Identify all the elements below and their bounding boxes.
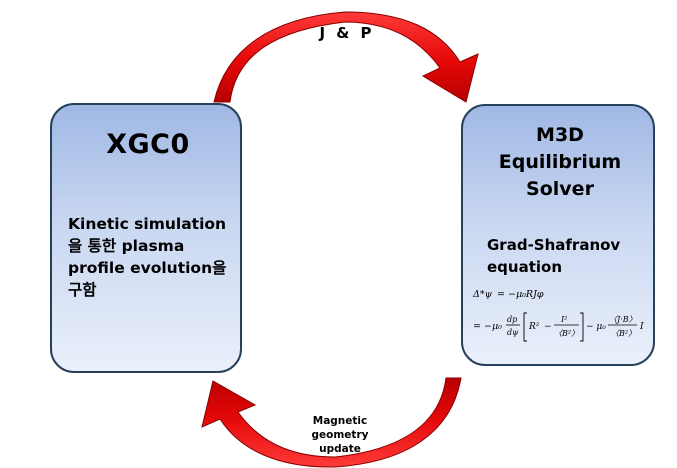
eq-left-bracket	[523, 312, 527, 342]
grad-shafranov-title-line: equation	[487, 258, 563, 276]
bottom-arrow-label: Magnetic geometry update	[285, 414, 395, 456]
m3d-box: M3D Equilibrium Solver Grad-Shafranov eq…	[461, 104, 655, 366]
eq-jb: 〈J·B〉	[609, 315, 637, 324]
xgc0-description-line: 구함	[68, 281, 97, 299]
m3d-title-line: Equilibrium	[498, 151, 622, 173]
eq-minus: −	[544, 322, 552, 332]
eq-right-bracket	[580, 312, 584, 342]
eq-r2: R²	[528, 322, 540, 332]
top-arrow	[213, 11, 479, 103]
eq-b2-denominator: 〈B²〉	[611, 329, 636, 338]
xgc0-description: Kinetic simulation 을 통한 plasma profile e…	[68, 213, 240, 301]
m3d-title: M3D Equilibrium Solver	[463, 122, 657, 203]
eq-rhs1: = −μ₀RJφ	[497, 289, 544, 300]
eq-lead: = −μ₀	[473, 321, 502, 332]
grad-shafranov-title-line: Grad-Shafranov	[487, 236, 621, 254]
eq-b2: 〈B²〉	[554, 329, 579, 338]
eq-lhs: Δ*ψ	[472, 289, 493, 300]
m3d-title-line: M3D	[536, 124, 584, 146]
xgc0-description-line: profile evolution을	[68, 259, 227, 277]
xgc0-description-line: 을 통한 plasma	[68, 237, 185, 255]
bottom-label-line: Magnetic	[312, 415, 368, 427]
eq-minus-mu0: − μ₀	[586, 322, 606, 332]
grad-shafranov-equation: Δ*ψ = −μ₀RJφ = −μ₀ dp dψ R² − I² 〈B²〉 − …	[472, 289, 644, 342]
eq-dpsi: dψ	[507, 328, 519, 337]
bottom-label-line: update	[319, 443, 361, 455]
xgc0-description-line: Kinetic simulation	[68, 215, 227, 233]
eq-i2: I²	[560, 315, 567, 324]
bottom-label-line: geometry	[311, 429, 369, 441]
eq-dp: dp	[507, 315, 517, 324]
xgc0-box: XGC0 Kinetic simulation 을 통한 plasma prof…	[50, 103, 242, 373]
bottom-arrow	[201, 377, 462, 468]
eq-i: I	[639, 322, 644, 332]
top-arrow-label: J & P	[319, 24, 375, 42]
m3d-title-line: Solver	[526, 178, 594, 200]
grad-shafranov-title: Grad-Shafranov equation	[487, 234, 652, 278]
xgc0-title: XGC0	[106, 129, 190, 160]
